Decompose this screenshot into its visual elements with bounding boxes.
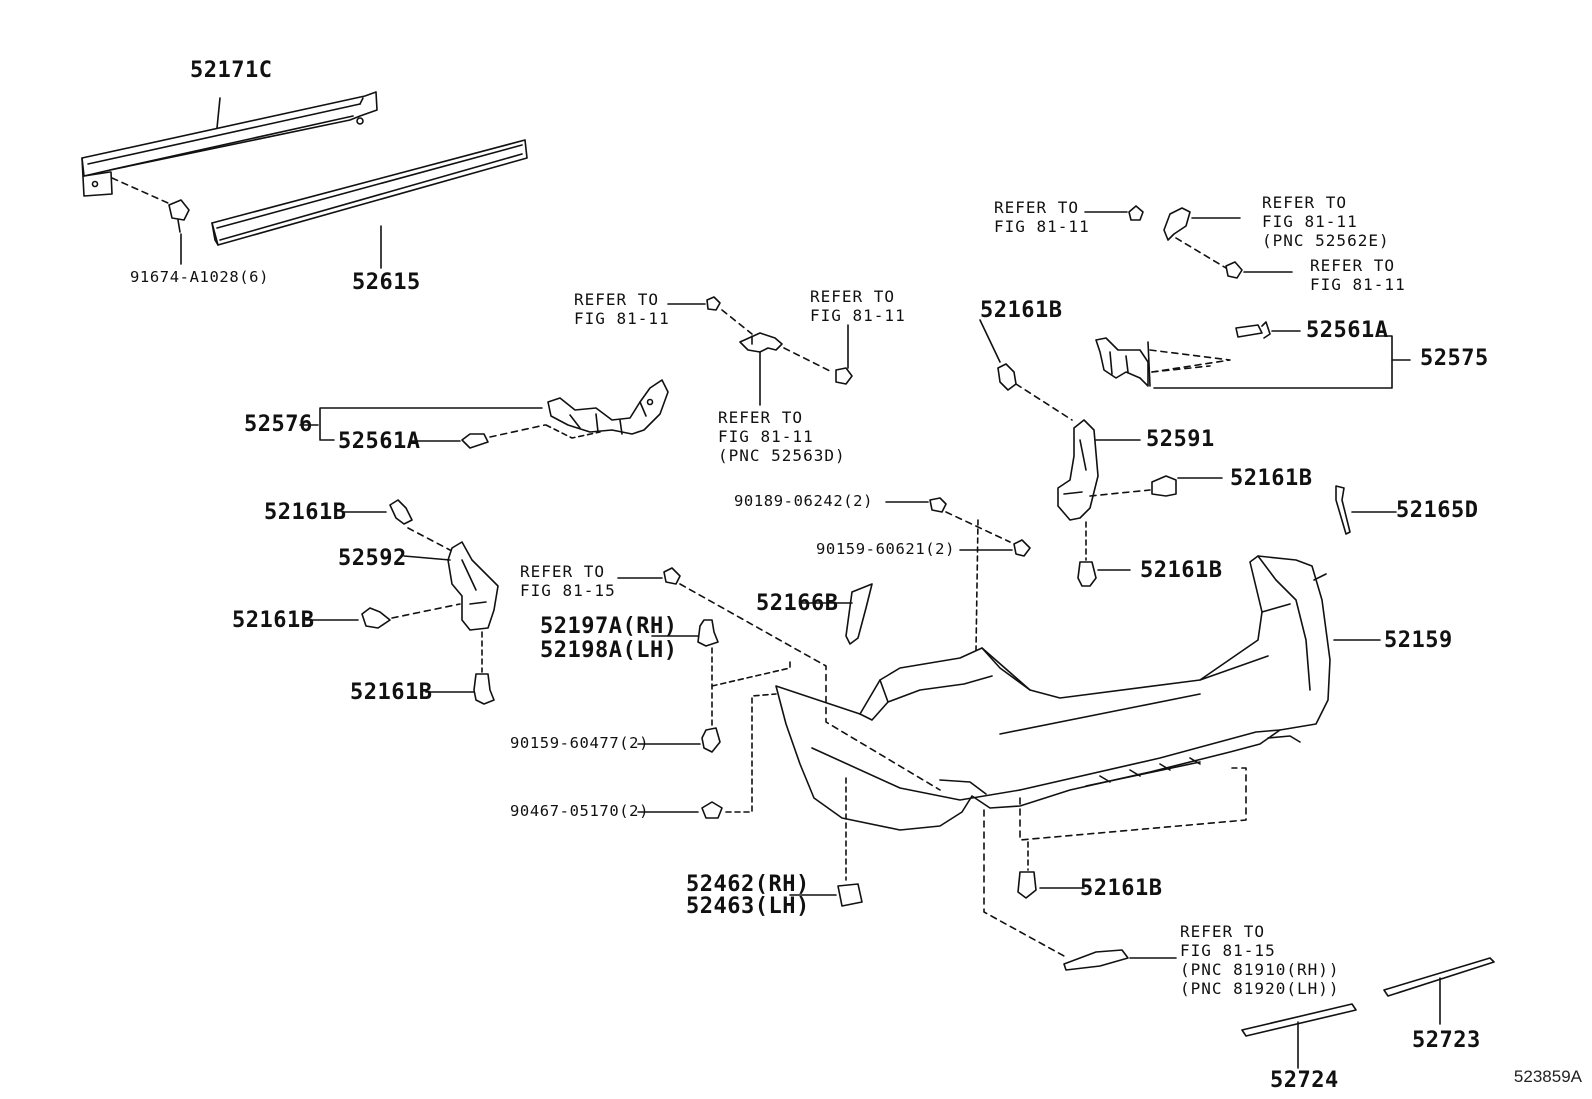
part-label-52171c[interactable]: 52171C: [190, 58, 273, 83]
part-label-52161b-right-low[interactable]: 52161B: [1140, 558, 1223, 583]
refer-note-7-line2[interactable]: FIG 81-15: [520, 581, 616, 600]
part-label-52561a-left[interactable]: 52561A: [338, 429, 421, 454]
part-label-52165d[interactable]: 52165D: [1396, 498, 1479, 523]
part-label-52198a[interactable]: 52198A(LH): [540, 638, 678, 663]
moldings-drawing: [1241, 957, 1495, 1069]
refer-note-5-line3: (PNC 52562E): [1262, 231, 1390, 250]
part-label-52723[interactable]: 52723: [1412, 1028, 1481, 1053]
part-label-52575[interactable]: 52575: [1420, 346, 1489, 371]
bracket-52575-drawing: [1095, 321, 1411, 389]
part-label-90159-60477[interactable]: 90159-60477(2): [510, 734, 650, 752]
part-label-52161b-left-top[interactable]: 52161B: [264, 500, 347, 525]
figure-id: 523859A: [1513, 1067, 1582, 1086]
part-label-52166b[interactable]: 52166B: [756, 591, 839, 616]
refer-clips-center-drawing: [667, 296, 853, 406]
part-label-52724[interactable]: 52724: [1270, 1068, 1339, 1093]
lower-fasteners-drawing: [983, 767, 1247, 971]
refer-clips-right-drawing: [1084, 205, 1293, 279]
part-label-91674[interactable]: 91674-A1028(6): [130, 268, 270, 286]
refer-note-8-line3: (PNC 81910(RH)): [1180, 960, 1340, 979]
bracket-52576-drawing: [299, 379, 669, 449]
part-label-90159-60621[interactable]: 90159-60621(2): [816, 540, 956, 558]
refer-note-8-line4: (PNC 81920(LH)): [1180, 979, 1340, 998]
part-label-52161b-left-low[interactable]: 52161B: [350, 680, 433, 705]
part-label-52591[interactable]: 52591: [1146, 427, 1215, 452]
refer-note-5-line2[interactable]: FIG 81-11: [1262, 212, 1358, 231]
refer-note-7-line1: REFER TO: [520, 562, 606, 581]
part-label-52197a[interactable]: 52197A(RH): [540, 614, 678, 639]
strip-52165d-drawing: [1335, 485, 1397, 535]
refer-note-1-line1: REFER TO: [574, 290, 660, 309]
part-label-52159[interactable]: 52159: [1384, 628, 1453, 653]
bracket-52591-drawing: [979, 319, 1223, 587]
refer-note-8-line1: REFER TO: [1180, 922, 1266, 941]
absorber-52615-drawing: [211, 139, 528, 269]
part-label-52161b-bottom[interactable]: 52161B: [1080, 876, 1163, 901]
part-label-52561a-right[interactable]: 52561A: [1306, 318, 1389, 343]
part-label-52592[interactable]: 52592: [338, 546, 407, 571]
refer-note-2-line2[interactable]: FIG 81-11: [810, 306, 906, 325]
part-label-52463[interactable]: 52463(LH): [686, 894, 810, 919]
cap-52462-drawing: [789, 777, 863, 907]
part-label-52161b-top[interactable]: 52161B: [980, 298, 1063, 323]
part-label-52576[interactable]: 52576: [244, 412, 313, 437]
reinforcement-52171c-drawing: [81, 91, 378, 197]
refer-note-2-line1: REFER TO: [810, 287, 896, 306]
fasteners-center-left-drawing: [617, 497, 1031, 819]
part-label-52462[interactable]: 52462(RH): [686, 872, 810, 897]
refer-note-5-line1: REFER TO: [1262, 193, 1348, 212]
refer-note-1-line2[interactable]: FIG 81-11: [574, 309, 670, 328]
refer-note-3-line1: REFER TO: [718, 408, 804, 427]
part-label-52615[interactable]: 52615: [352, 270, 421, 295]
bumper-cover-52159-drawing: [775, 555, 1381, 831]
refer-note-3-line3: (PNC 52563D): [718, 446, 846, 465]
bracket-52592-drawing: [305, 499, 499, 705]
part-label-52161b-left-mid[interactable]: 52161B: [232, 608, 315, 633]
refer-note-6-line2[interactable]: FIG 81-11: [1310, 275, 1406, 294]
part-label-90189[interactable]: 90189-06242(2): [734, 492, 874, 510]
part-label-52161b-right-mid[interactable]: 52161B: [1230, 466, 1313, 491]
part-label-90467[interactable]: 90467-05170(2): [510, 802, 650, 820]
refer-note-4-line1: REFER TO: [994, 198, 1080, 217]
refer-note-8-line2[interactable]: FIG 81-15: [1180, 941, 1276, 960]
bolt-91674-drawing: [111, 177, 190, 265]
refer-note-4-line2[interactable]: FIG 81-11: [994, 217, 1090, 236]
refer-note-6-line1: REFER TO: [1310, 256, 1396, 275]
refer-note-3-line2[interactable]: FIG 81-11: [718, 427, 814, 446]
